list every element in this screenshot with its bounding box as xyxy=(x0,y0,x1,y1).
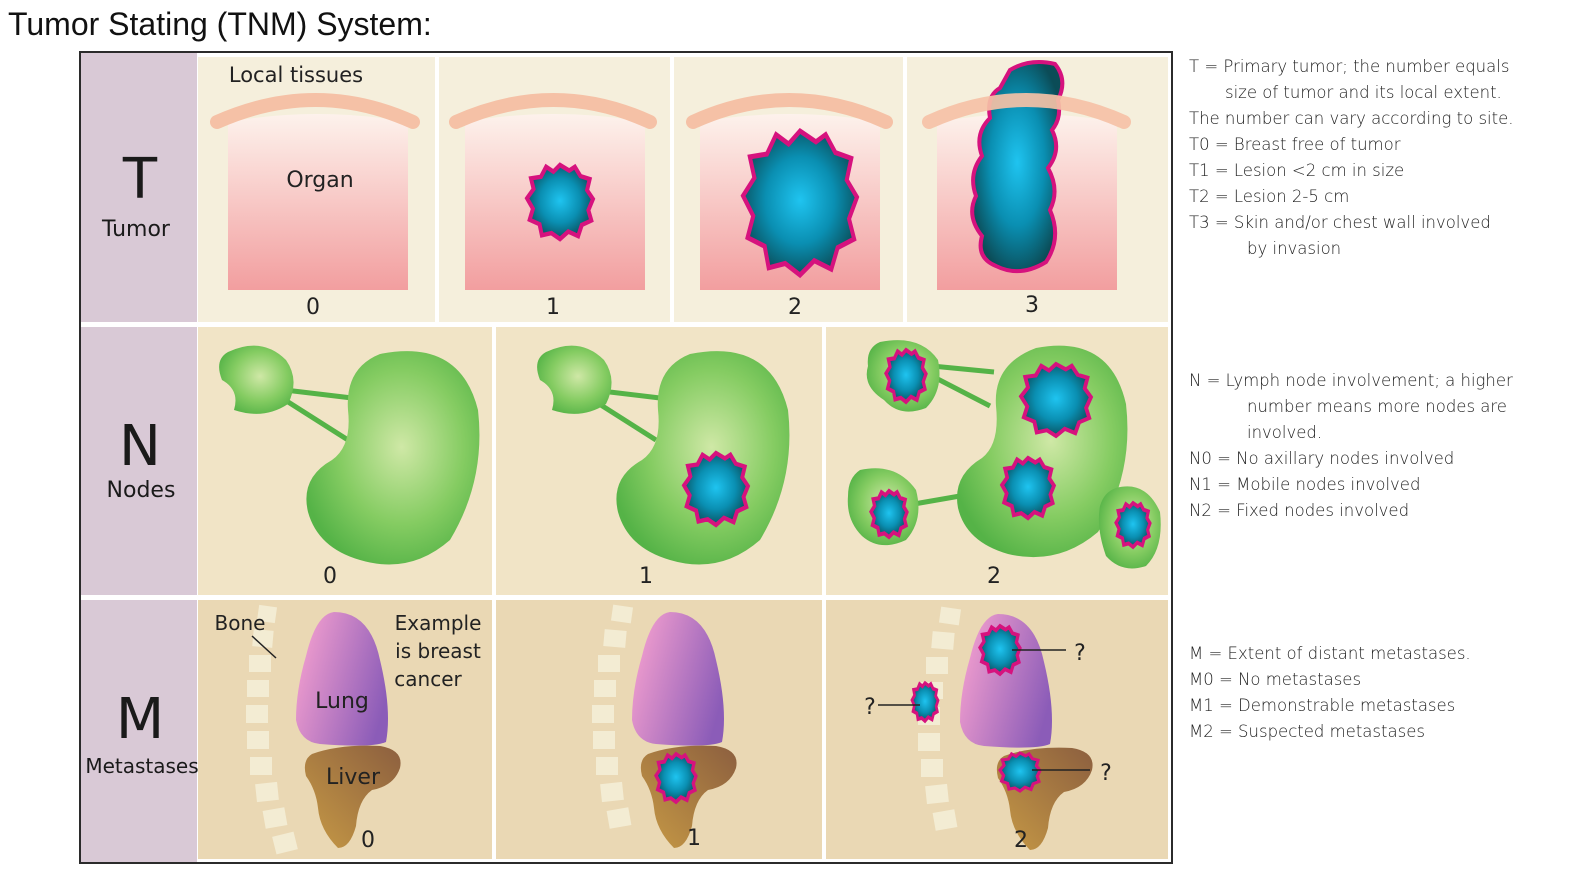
question-mark: ? xyxy=(864,695,876,720)
t-stage-0: Local tissues Organ 0 xyxy=(210,63,420,320)
n-stage-2: 2 xyxy=(847,340,1161,589)
m-stage-2: ? ? ? 2 xyxy=(864,606,1112,853)
row-letter-m: M xyxy=(116,687,164,752)
liver xyxy=(304,745,401,848)
note-line-2: is breast xyxy=(395,639,481,663)
n-legend: N = Lymph node involvement; a higher num… xyxy=(1189,368,1513,524)
t-stage-3: 3 xyxy=(922,60,1131,318)
t-legend-line: T = Primary tumor; the number equals xyxy=(1189,57,1510,76)
t-legend: T = Primary tumor; the number equals siz… xyxy=(1189,54,1514,262)
t-legend-line: The number can vary according to site. xyxy=(1189,109,1514,128)
stage-label: 3 xyxy=(1025,293,1039,318)
spine xyxy=(246,604,298,855)
n-legend-line: N = Lymph node involvement; a higher xyxy=(1189,371,1513,390)
t-legend-line: size of tumor and its local extent. xyxy=(1225,83,1502,102)
lymph-node xyxy=(306,351,480,565)
t-stage-2: 2 xyxy=(686,93,893,320)
stage-label: 1 xyxy=(687,826,701,851)
m-legend-line: M2 = Suspected metastases xyxy=(1189,722,1425,741)
row-letter-t: T xyxy=(122,147,158,212)
local-tissue-band xyxy=(449,93,657,129)
t-stage-1: 1 xyxy=(449,93,657,320)
n-legend-line: N0 = No axillary nodes involved xyxy=(1189,449,1455,468)
lymph-node xyxy=(537,345,612,414)
stage-label: 2 xyxy=(1014,828,1028,853)
question-mark: ? xyxy=(1100,761,1112,786)
m-legend-line: M1 = Demonstrable metastases xyxy=(1189,696,1456,715)
n-stage-1: 1 xyxy=(537,345,790,589)
stage-label: 1 xyxy=(639,564,653,589)
stage-label: 0 xyxy=(323,564,337,589)
lung-label: Lung xyxy=(315,689,369,714)
row-name-nodes: Nodes xyxy=(107,478,176,503)
stage-label: 2 xyxy=(987,564,1001,589)
lung xyxy=(632,612,724,746)
spine xyxy=(592,604,634,829)
m-legend: M = Extent of distant metastases. M0 = N… xyxy=(1189,641,1471,745)
local-tissue-band xyxy=(686,93,893,129)
n-legend-line: N1 = Mobile nodes involved xyxy=(1189,475,1421,494)
bone-label: Bone xyxy=(215,611,266,635)
lung xyxy=(296,612,388,746)
note-line-3: cancer xyxy=(394,667,462,691)
t-legend-line: T0 = Breast free of tumor xyxy=(1189,135,1401,154)
question-mark: ? xyxy=(1074,641,1086,666)
note-line-1: Example xyxy=(395,611,482,635)
stage-label: 1 xyxy=(546,295,560,320)
t-legend-line: T2 = Lesion 2-5 cm xyxy=(1189,187,1350,206)
row-name-tumor: Tumor xyxy=(101,217,171,242)
stage-label: 2 xyxy=(788,295,802,320)
organ xyxy=(228,114,408,290)
t-legend-line: by invasion xyxy=(1247,239,1342,258)
m-stage-0: Bone Example is breast cancer Lung Liver… xyxy=(215,604,482,855)
local-tissues-label: Local tissues xyxy=(229,63,363,87)
n-legend-line: N2 = Fixed nodes involved xyxy=(1189,501,1410,520)
row-name-metastases: Metastases xyxy=(85,754,198,778)
m-stage-1: 1 xyxy=(592,604,737,851)
m-legend-line: M0 = No metastases xyxy=(1189,670,1362,689)
local-tissue-band xyxy=(210,93,420,129)
local-tissue-band xyxy=(922,93,1131,129)
stage-label: 0 xyxy=(361,828,375,853)
row-letter-n: N xyxy=(119,414,161,479)
page-title: Tumor Stating (TNM) System: xyxy=(8,6,432,42)
t-legend-line: T3 = Skin and/or chest wall involved xyxy=(1189,213,1491,232)
t-legend-line: T1 = Lesion <2 cm in size xyxy=(1189,161,1405,180)
n-stage-0: 0 xyxy=(219,345,480,589)
label-column xyxy=(81,53,197,862)
lymph-node xyxy=(219,345,294,414)
liver-label: Liver xyxy=(326,765,381,790)
m-legend-line: M = Extent of distant metastases. xyxy=(1189,644,1471,663)
n-legend-line: number means more nodes are xyxy=(1247,397,1507,416)
n-legend-line: involved. xyxy=(1247,423,1323,442)
stage-label: 0 xyxy=(306,295,320,320)
organ-label: Organ xyxy=(286,168,353,193)
